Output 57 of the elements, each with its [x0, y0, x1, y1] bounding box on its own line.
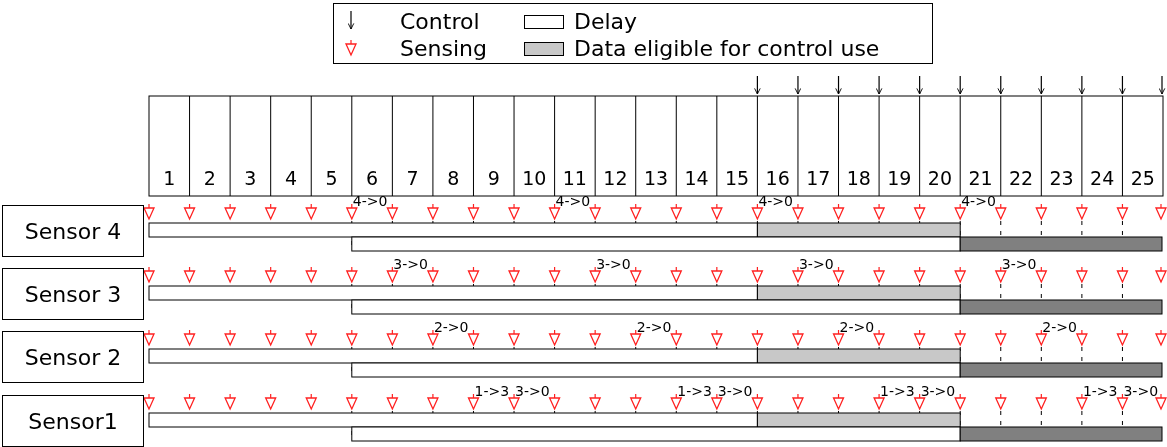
slot-number: 11 [562, 169, 587, 188]
transition-label: 3->0 [798, 257, 834, 271]
transition-label: 1->3 [1082, 384, 1118, 398]
transition-label: 3->0 [1123, 384, 1159, 398]
slot-number: 9 [487, 169, 500, 188]
slot-number: 7 [406, 169, 419, 188]
transition-label: 2->0 [839, 320, 875, 334]
transition-label: 4->0 [961, 194, 996, 208]
transition-label: 3->0 [920, 384, 956, 398]
slot-number: 2 [203, 169, 216, 188]
slot-number: 5 [325, 169, 338, 188]
sensor-box [2, 268, 144, 320]
slot-number: 21 [968, 169, 993, 188]
slot-number: 15 [725, 169, 750, 188]
transition-label: 1->3 [880, 384, 915, 398]
transition-label: 2->0 [433, 320, 469, 334]
slot-number: 22 [1008, 169, 1034, 188]
transition-label: 4->0 [758, 194, 793, 208]
slot-number: 24 [1090, 169, 1115, 188]
transition-label: 1->3 [474, 384, 510, 398]
slot-number: 17 [806, 169, 831, 188]
slot-number: 1 [163, 169, 176, 188]
transition-label: 4->0 [555, 194, 591, 208]
sensor-box [2, 205, 144, 257]
sensor-name: Sensor1 [28, 408, 118, 434]
legend-text: Data eligible for control use [574, 38, 880, 60]
sensor-box [2, 395, 144, 447]
legend-text: Delay [574, 11, 638, 33]
slot-number: 8 [447, 169, 460, 188]
transition-label: 4->0 [352, 194, 388, 208]
transition-label: 1->3 [677, 384, 712, 398]
slot-number: 4 [284, 169, 297, 188]
slot-number: 13 [643, 169, 669, 188]
sensor-name: Sensor 3 [24, 281, 122, 307]
transition-label: 3->0 [1001, 257, 1037, 271]
transition-label: 2->0 [1042, 320, 1077, 334]
slot-number: 23 [1049, 169, 1074, 188]
slot-number: 18 [846, 169, 871, 188]
slot-number: 19 [887, 169, 912, 188]
slot-number: 14 [684, 169, 709, 188]
sensor-box [2, 331, 144, 383]
slot-number: 3 [244, 169, 257, 188]
slot-number: 6 [366, 169, 379, 188]
transition-label: 3->0 [515, 384, 550, 398]
sensor-name: Sensor 4 [24, 218, 122, 244]
transition-label: 3->0 [717, 384, 753, 398]
slot-number: 12 [603, 169, 628, 188]
slot-number: 16 [765, 169, 790, 188]
transition-label: 2->0 [636, 320, 672, 334]
transition-label: 3->0 [596, 257, 631, 271]
legend-text: Control [400, 11, 480, 33]
transition-label: 3->0 [393, 257, 428, 271]
slot-number: 10 [522, 169, 547, 188]
slot-number: 25 [1130, 169, 1155, 188]
slot-number: 20 [927, 169, 952, 188]
sensor-name: Sensor 2 [24, 344, 122, 370]
legend-text: Sensing [400, 38, 487, 60]
